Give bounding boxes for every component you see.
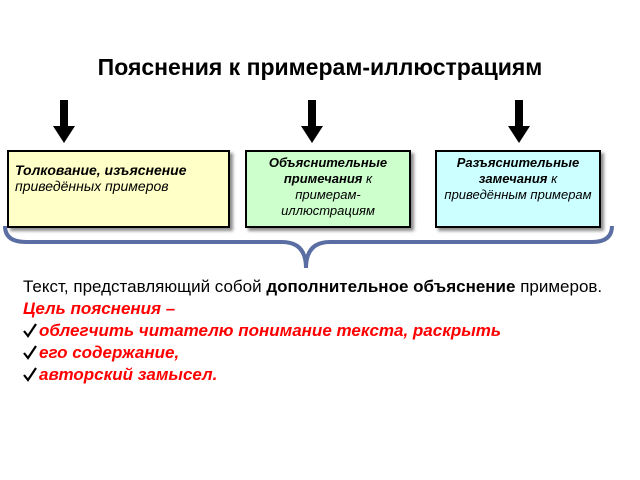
box-interpretation-bold: Толкование, изъяснение [15,162,187,178]
bullet-item: авторский замысел. [23,364,623,386]
box-interpretation: Толкование, изъяснение приведённых приме… [7,150,230,228]
box-clarifying-remarks-normal: к приведённым примерам [444,171,592,202]
arrow-down-icon [301,100,323,143]
box-clarifying-remarks-bold: Разъяснительные замечания [456,155,580,186]
box-explanatory-notes: Объяснительные примечания к примерам-илл… [245,150,411,228]
definition-paragraph: Текст, представляющий собой дополнительн… [23,276,623,298]
definition-bold: дополнительное объяснение [266,277,516,296]
definition-prefix: Текст, представляющий собой [23,277,267,296]
checkmark-icon [23,323,37,338]
page-title: Пояснения к примерам-иллюстрациям [97,54,543,80]
bullet-text: авторский замысел. [39,365,218,384]
arrow-down-icon [508,100,530,143]
bullet-item: облегчить читателю понимание текста, рас… [23,320,623,342]
arrow-down-icon [53,100,75,143]
box-interpretation-normal: приведённых примеров [15,178,169,194]
box-explanatory-notes-normal: к примерам-иллюстрациям [281,171,375,218]
explanation-text-block: Текст, представляющий собой дополнительн… [23,276,623,386]
goal-label: Цель пояснения – [23,299,176,318]
box-clarifying-remarks: Разъяснительные замечания к приведённым … [435,150,601,228]
bullet-text: его содержание, [39,343,180,362]
checkmark-icon [23,367,37,382]
checkmark-icon [23,345,37,360]
curly-brace-icon [3,225,614,269]
bullet-text: облегчить читателю понимание текста, рас… [39,321,501,340]
box-explanatory-notes-bold: Объяснительные примечания [268,155,388,186]
bullet-item: его содержание, [23,342,623,364]
definition-suffix: примеров. [515,277,603,296]
